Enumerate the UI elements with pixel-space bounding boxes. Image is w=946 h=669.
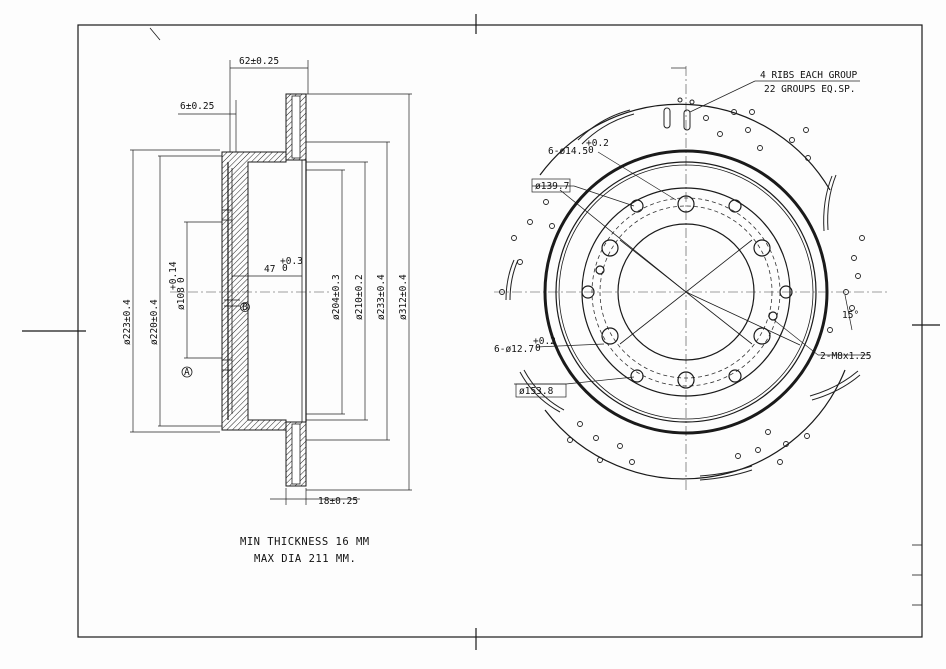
bolt-holes-tol-upper: +0.2 — [586, 138, 609, 149]
thread-hole — [595, 265, 605, 275]
thread-label: 2-M8x1.25 — [820, 351, 871, 362]
dim-total-width: 62±0.25 — [239, 56, 279, 67]
front-view-disc — [494, 66, 890, 492]
dim-dia-204: ø204±0.3 — [331, 274, 342, 320]
note-min-thickness: MIN THICKNESS 16 MM — [240, 536, 370, 548]
pilot-holes-tol-lower: 0 — [535, 343, 541, 354]
pcd-inner-box — [531, 178, 571, 193]
note-max-dia: MAX DIA 211 MM. — [254, 553, 356, 565]
bolt-hole — [601, 239, 619, 257]
sheet-frame — [22, 14, 940, 650]
dim-dia-312: ø312±0.4 — [398, 274, 409, 320]
side-section-view — [130, 60, 412, 505]
dim-dia-108-tol-lower: 0 — [176, 277, 187, 283]
dim-dia-108-tol-upper: +0.14 — [168, 261, 179, 290]
dim-offset-tol-lower: 0 — [282, 263, 288, 274]
thread-hole — [768, 311, 778, 321]
pilot-hole — [630, 369, 644, 383]
pilot-hole — [728, 369, 742, 383]
rib-note-line1: 4 RIBS EACH GROUP — [760, 70, 858, 81]
rib-note-line2: 22 GROUPS EQ.SP. — [764, 84, 856, 95]
bolt-holes-tol-lower: 0 — [588, 145, 594, 156]
dim-dia-223: ø223±0.4 — [122, 299, 133, 345]
dim-offset: 47 — [264, 264, 275, 275]
dim-dia-220: ø220±0.4 — [149, 299, 160, 345]
pilot-hole-group — [581, 199, 793, 383]
datum-b-label: B — [242, 302, 248, 313]
dim-dia-108: ø108 — [176, 287, 187, 310]
pilot-holes-label: 6-ø12.7 — [494, 344, 534, 355]
pilot-hole — [630, 199, 644, 213]
pilot-hole — [779, 285, 793, 299]
bolt-hole-group — [601, 195, 771, 389]
datum-a-label: A — [184, 367, 190, 378]
drilled-holes — [499, 109, 865, 465]
pilot-hole — [581, 285, 595, 299]
bolt-hole — [601, 327, 619, 345]
curved-slots — [505, 109, 861, 481]
pilot-holes-tol-upper: +0.2 — [533, 336, 556, 347]
bolt-holes-label: 6-ø14.5 — [548, 146, 588, 157]
pcd-outer-label: ø153.8 — [519, 386, 554, 397]
pcd-inner-label: ø139.7 — [535, 181, 569, 192]
pcd-outer-box — [515, 383, 567, 398]
dim-flange-thickness: 6±0.25 — [180, 101, 214, 112]
rib-group — [663, 97, 695, 131]
front-view-leaders — [514, 67, 870, 385]
bolt-hole — [753, 239, 771, 257]
angle-label: 15° — [842, 310, 859, 321]
dim-offset-tol-upper: +0.3 — [280, 256, 303, 267]
dim-disc-thickness: 18±0.25 — [318, 496, 358, 507]
bolt-hole — [677, 371, 695, 389]
dim-dia-233: ø233±0.4 — [376, 274, 387, 320]
bolt-hole — [677, 195, 695, 213]
bolt-hole — [753, 327, 771, 345]
dim-dia-210: ø210±0.2 — [354, 274, 365, 320]
pilot-hole — [728, 199, 742, 213]
